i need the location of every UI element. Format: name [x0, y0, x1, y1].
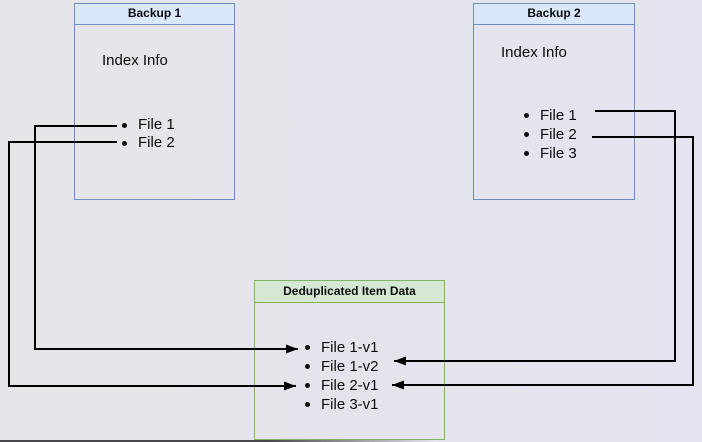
file-list-item: File 3	[524, 144, 577, 163]
backup1-index-info-heading: Index Info	[102, 52, 168, 69]
file-list-item: File 3-v1	[305, 395, 379, 414]
file-list-item: File 1-v2	[305, 357, 379, 376]
backup1-title: Backup 1	[127, 6, 182, 20]
dedup-title-bar: Deduplicated Item Data	[255, 281, 444, 303]
file-list-item: File 1	[524, 106, 577, 125]
backup2-index-info-heading: Index Info	[501, 44, 567, 61]
backup1-title-bar: Backup 1	[75, 4, 234, 25]
file-list-item: File 2-v1	[305, 376, 379, 395]
file-list-item: File 1-v1	[305, 338, 379, 357]
backup2-title: Backup 2	[527, 6, 581, 20]
window-bottom-edge	[0, 439, 702, 442]
file-list-item: File 2	[122, 134, 175, 152]
dedup-title: Deduplicated Item Data	[283, 284, 416, 298]
file-list-item: File 1	[122, 116, 175, 134]
file-list-item: File 2	[524, 125, 577, 144]
backup2-title-bar: Backup 2	[474, 4, 634, 25]
